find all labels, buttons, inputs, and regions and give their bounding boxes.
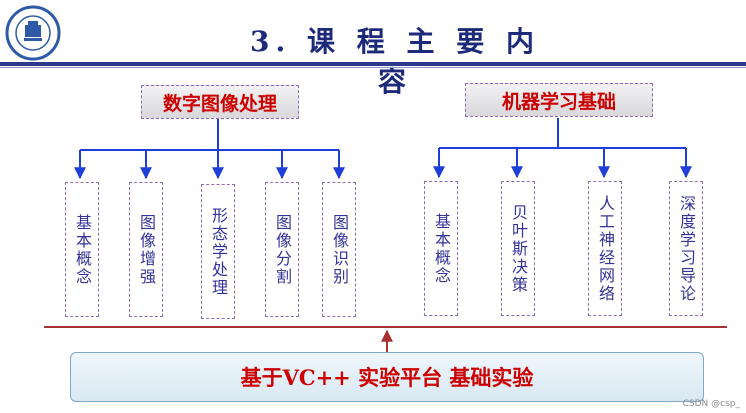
topic-morphological-processing: 形态学处理 xyxy=(201,184,235,319)
title-divider-thin xyxy=(0,67,746,68)
topic-bayesian-decision: 贝叶斯决策 xyxy=(501,181,535,316)
topic-image-recognition: 图像识别 xyxy=(322,182,356,317)
topic-ml-basic-concepts: 基本概念 xyxy=(424,181,458,316)
group-header-image-processing: 数字图像处理 xyxy=(141,85,299,119)
right-group-connectors xyxy=(433,118,692,179)
left-group-connectors xyxy=(74,118,345,180)
group-header-machine-learning: 机器学习基础 xyxy=(465,83,653,117)
foundation-box: 基于VC++ 实验平台 基础实验 xyxy=(70,352,704,402)
topic-deep-learning: 深度学习导论 xyxy=(669,181,703,316)
slide-title: 3. 课 程 主 要 内 容 xyxy=(250,25,540,98)
csdn-watermark: CSDN @csp_ xyxy=(682,399,740,409)
university-logo xyxy=(5,5,61,61)
topic-neural-networks: 人工神经网络 xyxy=(588,181,622,316)
topic-image-segmentation: 图像分割 xyxy=(265,182,299,317)
topic-image-enhancement: 图像增强 xyxy=(129,182,163,317)
topic-basic-concepts: 基本概念 xyxy=(65,182,99,317)
foundation-connector xyxy=(44,326,727,352)
title-divider xyxy=(0,62,746,66)
